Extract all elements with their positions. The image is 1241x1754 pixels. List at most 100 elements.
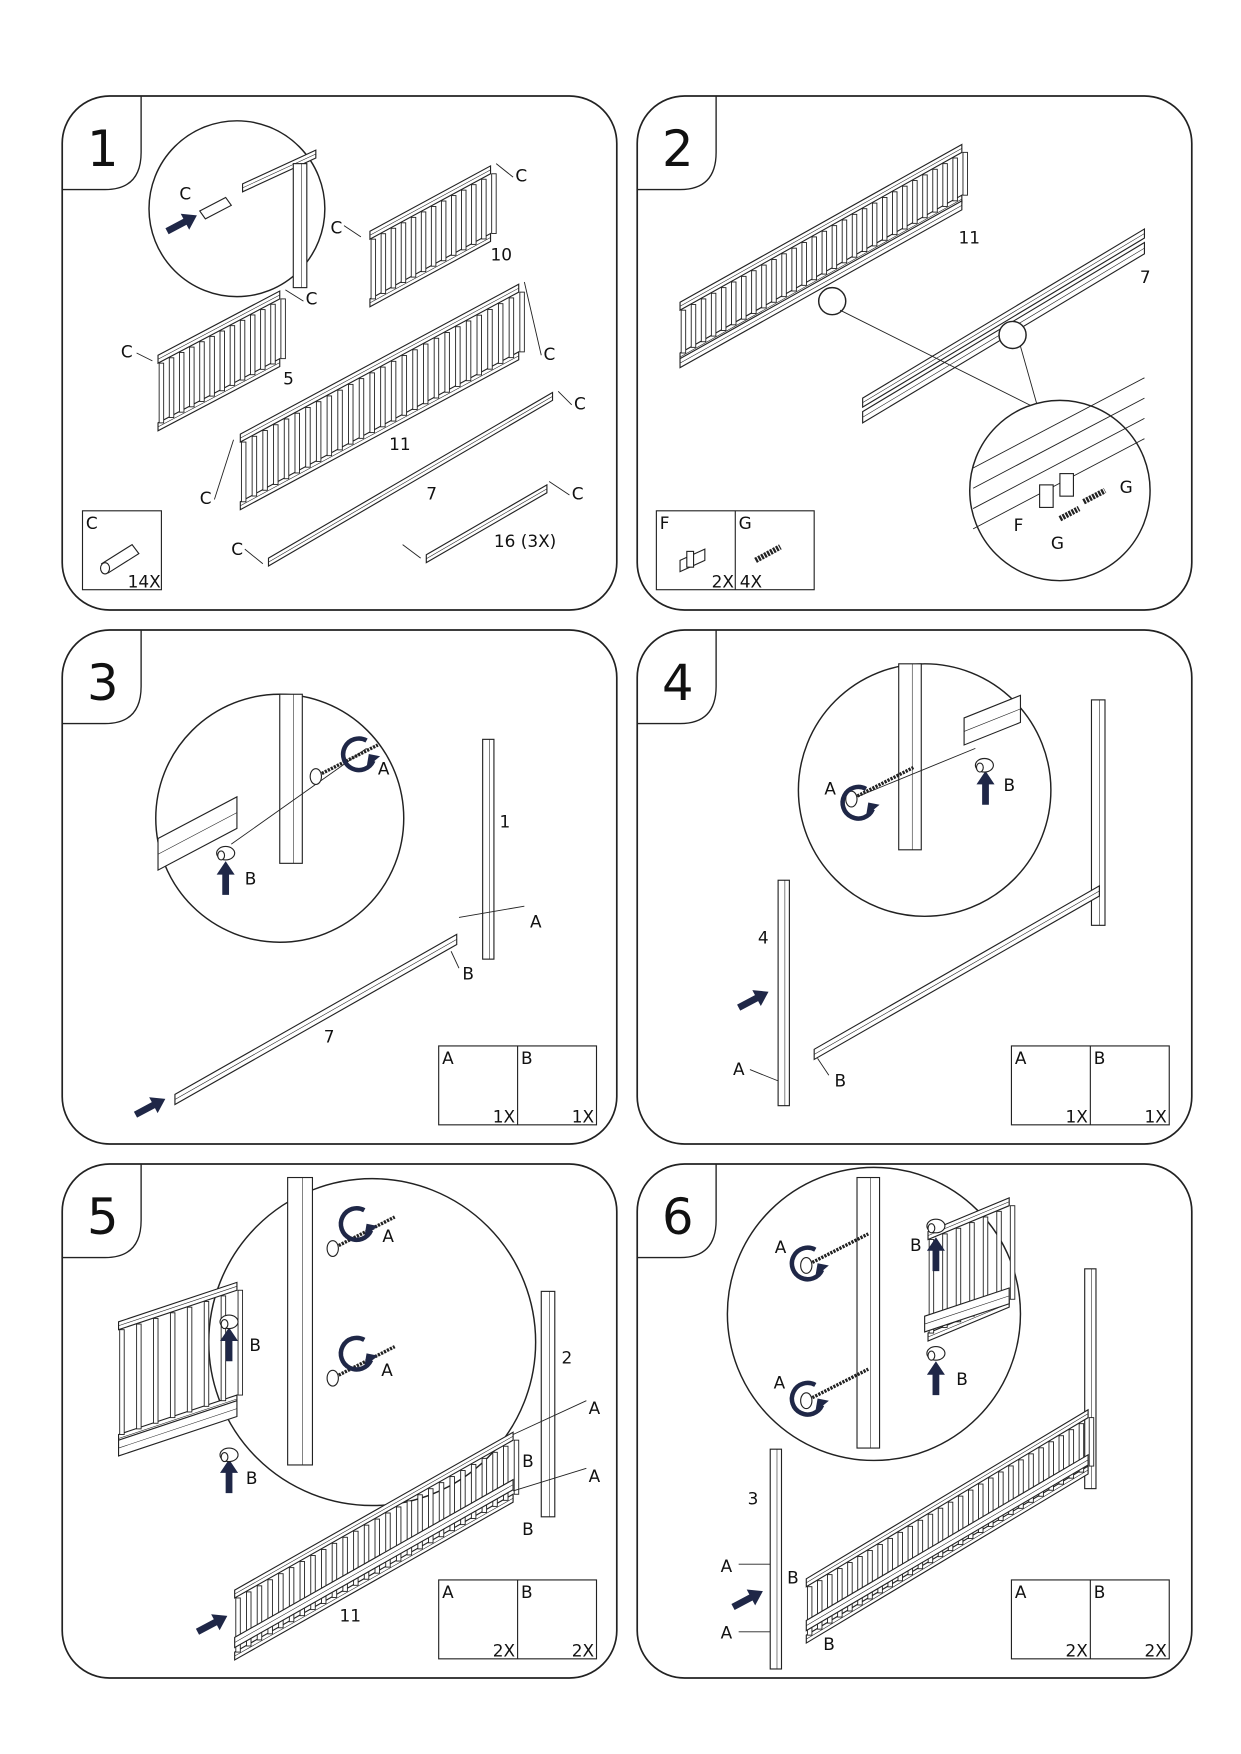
slat <box>827 1574 833 1624</box>
push-arrow-icon <box>926 1361 945 1396</box>
panel-frame <box>61 95 618 611</box>
part-label: B <box>522 1451 534 1471</box>
hardware-letter: B <box>521 1582 533 1602</box>
slat <box>229 325 236 386</box>
hardware-letter: A <box>1015 1048 1027 1068</box>
post <box>1084 1268 1097 1490</box>
part-label: A <box>824 779 836 799</box>
step-number: 3 <box>87 654 119 712</box>
slat <box>460 1470 466 1526</box>
panel-frame <box>636 1163 1193 1679</box>
slat <box>720 287 727 331</box>
slat <box>199 341 205 402</box>
slat <box>861 208 868 253</box>
step-number: 6 <box>662 1188 694 1246</box>
rail-edge <box>118 1286 238 1327</box>
hardware-legend: C 14X <box>81 510 162 591</box>
rotate-arrow-icon <box>338 1206 374 1242</box>
slat <box>380 233 387 294</box>
slat <box>700 298 707 343</box>
slat <box>410 216 417 278</box>
part-label: A <box>733 1059 745 1079</box>
post <box>482 738 495 960</box>
slat <box>947 1501 954 1552</box>
barrel-nut-end <box>220 1451 229 1463</box>
slat <box>353 1530 359 1586</box>
slat <box>423 343 429 405</box>
leader-line <box>972 397 1145 489</box>
part-label: C <box>200 488 212 508</box>
bolt-head <box>800 1392 813 1410</box>
slat <box>791 247 797 292</box>
slat <box>310 1555 316 1611</box>
bolt-icon <box>331 1215 396 1251</box>
part-label: A <box>721 1623 733 1643</box>
slat <box>278 1573 284 1629</box>
slat <box>461 189 467 251</box>
detail-circle <box>817 286 847 316</box>
step-number-tab <box>62 630 142 725</box>
step-4-panel: 4 A B 4 A B A 1X B 1X <box>636 629 1193 1145</box>
slat <box>305 407 311 468</box>
bolt-icon <box>805 1232 870 1267</box>
rotate-arrowhead-icon <box>364 1353 378 1367</box>
part-label: B <box>522 1519 534 1539</box>
part-label: G <box>1120 477 1133 497</box>
hardware-qty: 1X <box>572 1107 595 1127</box>
rail-edge <box>240 355 519 506</box>
slat <box>907 1525 914 1576</box>
hardware-letter: G <box>739 513 752 533</box>
slat <box>348 383 354 445</box>
rail-edge <box>369 169 491 236</box>
slat <box>235 1597 241 1653</box>
slat <box>337 389 343 451</box>
post <box>287 1176 314 1466</box>
slat <box>440 200 447 262</box>
slat <box>246 1591 252 1647</box>
post <box>856 1176 881 1449</box>
step-number: 4 <box>662 654 694 712</box>
slat <box>988 1477 994 1527</box>
slat <box>321 1548 327 1604</box>
slat <box>887 1537 893 1588</box>
slat <box>374 1518 380 1574</box>
leader-line <box>557 391 573 406</box>
step-5-panel: 5 A A B B 2 A A B B 11 A 2X B 2X <box>61 1163 618 1679</box>
slat <box>851 213 858 258</box>
rail-edge <box>118 1408 238 1449</box>
post <box>279 693 303 864</box>
rail-edge <box>268 396 553 563</box>
hardware-letter: A <box>1015 1582 1027 1602</box>
step-number-tab <box>62 96 142 191</box>
slat <box>1028 1453 1034 1503</box>
slat <box>331 1542 338 1598</box>
slat <box>169 1312 176 1419</box>
slat <box>1009 1205 1016 1300</box>
rail-edge <box>234 1484 514 1643</box>
leader-line <box>523 281 542 356</box>
rotate-arrow-icon <box>840 784 875 821</box>
slat <box>471 184 477 245</box>
slat <box>897 1531 903 1582</box>
push-arrow-icon <box>737 990 769 1011</box>
slat <box>912 180 918 224</box>
slat <box>811 236 817 281</box>
slat <box>406 1500 413 1556</box>
hardware-letter: B <box>1094 1582 1106 1602</box>
barrel-nut-end <box>927 1350 936 1361</box>
slat <box>902 185 908 230</box>
rail-edge <box>426 488 548 559</box>
slat <box>937 1507 944 1558</box>
slat <box>390 360 397 422</box>
barrel-nut-end <box>217 850 226 861</box>
part-label: B <box>787 1567 799 1587</box>
slat <box>955 1227 962 1323</box>
slat <box>189 346 195 408</box>
slat <box>209 335 215 397</box>
part-label: F <box>1014 515 1024 535</box>
bracket <box>1059 473 1074 497</box>
slat <box>481 178 487 240</box>
slat <box>1048 1441 1054 1491</box>
part-label: A <box>381 1360 393 1380</box>
slat <box>952 157 958 202</box>
